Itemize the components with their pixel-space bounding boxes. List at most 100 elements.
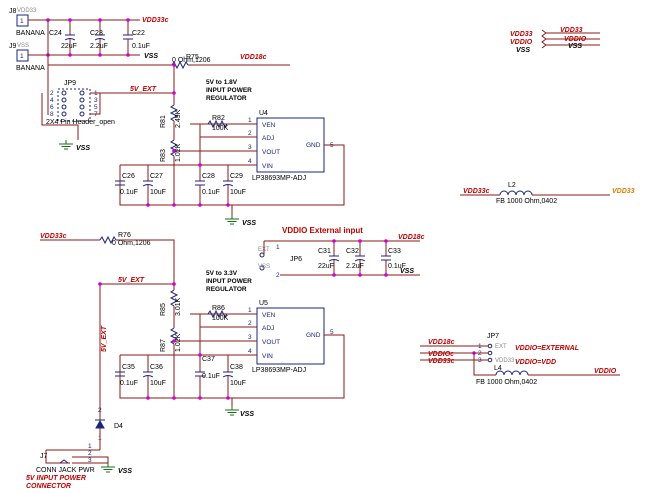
jp7-jumper: JP7 EXT VDD33 1 2 3	[478, 333, 515, 364]
r85-resistor: R85 3.01K	[160, 289, 182, 316]
svg-text:REGULATOR: REGULATOR	[206, 95, 247, 102]
svg-text:2: 2	[276, 272, 280, 279]
r83-resistor: R83 1.02K	[160, 139, 182, 162]
svg-text:1.02K: 1.02K	[175, 143, 182, 162]
svg-text:2: 2	[248, 320, 252, 327]
svg-text:VDDIOc: VDDIOc	[428, 351, 454, 358]
c32-capacitor: C32 2.2uF	[346, 241, 366, 275]
svg-text:C33: C33	[388, 248, 401, 255]
r87-resistor: R87 1.02K	[160, 327, 182, 352]
svg-text:VDD18c: VDD18c	[240, 54, 267, 61]
svg-text:R85: R85	[160, 303, 167, 316]
svg-text:2X4 Pin Header_open: 2X4 Pin Header_open	[46, 119, 115, 126]
svg-text:5V_EXT: 5V_EXT	[118, 277, 145, 284]
c37-capacitor: C37 0.1uF	[194, 355, 220, 398]
svg-text:VEN: VEN	[262, 312, 276, 319]
svg-text:4: 4	[248, 158, 252, 165]
svg-text:VDD18c: VDD18c	[428, 339, 455, 346]
r82-resistor: R82 100K	[207, 115, 229, 132]
svg-text:3: 3	[248, 144, 252, 151]
svg-text:5: 5	[94, 104, 98, 111]
j7-power-jack: J7 1 2 3 CONN JACK PWR	[36, 443, 109, 474]
svg-text:VIN: VIN	[262, 163, 273, 170]
svg-text:VDD33c: VDD33c	[463, 188, 490, 195]
svg-text:J7: J7	[40, 453, 48, 460]
r75-resistor: R75 0 Ohm,1206	[171, 54, 290, 70]
svg-text:VDD33: VDD33	[17, 8, 37, 14]
svg-text:J9: J9	[9, 43, 17, 50]
svg-text:5V_EXT: 5V_EXT	[101, 325, 108, 352]
svg-text:VDD18c: VDD18c	[398, 234, 425, 241]
svg-text:VSS: VSS	[400, 268, 414, 275]
svg-text:LP38693MP-ADJ: LP38693MP-ADJ	[252, 175, 306, 182]
svg-text:3: 3	[248, 334, 252, 341]
svg-text:R83: R83	[160, 149, 167, 162]
c31-capacitor: C31 22uF	[318, 241, 340, 275]
svg-text:4: 4	[50, 97, 54, 104]
svg-text:22uF: 22uF	[318, 263, 334, 270]
svg-text:1: 1	[276, 244, 280, 251]
svg-text:FB 1000 Ohm,0402: FB 1000 Ohm,0402	[476, 379, 537, 386]
svg-text:0.1uF: 0.1uF	[202, 373, 220, 380]
l4-ferrite: L4 FB 1000 Ohm,0402	[476, 365, 537, 386]
u4-regulator: U4 VEN ADJ VOUT VIN GND 1 2 3 4 5 LP3869…	[248, 110, 334, 182]
svg-text:FB 1000 Ohm,0402: FB 1000 Ohm,0402	[496, 198, 557, 205]
svg-text:3: 3	[88, 457, 92, 464]
svg-text:5V to 3.3V: 5V to 3.3V	[206, 270, 238, 277]
svg-text:CONNECTOR: CONNECTOR	[26, 483, 71, 490]
svg-text:BANANA: BANANA	[16, 65, 45, 72]
c27-capacitor: C27 10uF	[142, 165, 166, 205]
svg-text:VSS: VSS	[258, 264, 270, 270]
svg-text:ADJ: ADJ	[262, 325, 274, 332]
svg-text:C26: C26	[122, 173, 135, 180]
svg-text:1: 1	[248, 117, 252, 124]
svg-text:C32: C32	[346, 248, 359, 255]
svg-text:3: 3	[94, 97, 98, 104]
svg-text:1: 1	[88, 443, 92, 450]
c26-capacitor: C26 0.1uF	[114, 173, 138, 196]
svg-text:2.2uF: 2.2uF	[90, 43, 108, 50]
svg-text:0 Ohm,1206: 0 Ohm,1206	[172, 57, 211, 64]
svg-text:5V to 1.8V: 5V to 1.8V	[206, 79, 238, 86]
svg-text:GND: GND	[306, 142, 321, 149]
svg-text:VSS: VSS	[516, 47, 530, 54]
c22-capacitor: C22 0.1uF	[122, 20, 150, 55]
top-right-net-symbols: VDD33 VDDIO VSS VDD33 VDDIO VSS	[510, 27, 600, 54]
svg-text:0 Ohm,1206: 0 Ohm,1206	[112, 240, 151, 247]
svg-text:4: 4	[248, 348, 252, 355]
svg-text:LP38693MP-ADJ: LP38693MP-ADJ	[252, 367, 306, 374]
svg-text:VSS: VSS	[144, 53, 158, 60]
svg-text:C35: C35	[122, 364, 135, 371]
svg-text:22uF: 22uF	[61, 43, 77, 50]
svg-text:R75: R75	[186, 54, 199, 61]
svg-text:EXT: EXT	[495, 344, 507, 350]
svg-text:VEN: VEN	[262, 122, 276, 129]
svg-text:VDD33: VDD33	[612, 188, 635, 195]
svg-text:1: 1	[248, 307, 252, 314]
svg-text:2: 2	[98, 407, 102, 414]
c28-capacitor: C28 0.1uF	[194, 165, 220, 205]
svg-text:8: 8	[50, 111, 54, 118]
svg-text:6: 6	[50, 104, 54, 111]
svg-text:C38: C38	[230, 364, 243, 371]
d4-diode: D4 2 1	[95, 407, 123, 442]
svg-text:C31: C31	[318, 248, 331, 255]
svg-text:C24: C24	[49, 30, 62, 37]
svg-text:VSS: VSS	[17, 43, 29, 49]
svg-text:R81: R81	[160, 115, 167, 128]
svg-text:VSS: VSS	[240, 411, 254, 418]
svg-text:ADJ: ADJ	[262, 135, 274, 142]
svg-text:0.1uF: 0.1uF	[202, 189, 220, 196]
svg-text:10uF: 10uF	[150, 189, 166, 196]
svg-text:CONN JACK PWR: CONN JACK PWR	[36, 467, 95, 474]
svg-text:U5: U5	[259, 300, 268, 307]
svg-text:INPUT POWER: INPUT POWER	[206, 87, 252, 94]
svg-text:R82: R82	[212, 115, 225, 122]
svg-text:JP9: JP9	[64, 80, 76, 87]
svg-text:VIN: VIN	[262, 353, 273, 360]
svg-text:2: 2	[248, 130, 252, 137]
svg-text:VDD33: VDD33	[495, 358, 515, 364]
svg-text:L4: L4	[494, 365, 502, 372]
svg-text:INPUT POWER: INPUT POWER	[206, 278, 252, 285]
c23-capacitor: C23 2.2uF	[90, 20, 108, 55]
